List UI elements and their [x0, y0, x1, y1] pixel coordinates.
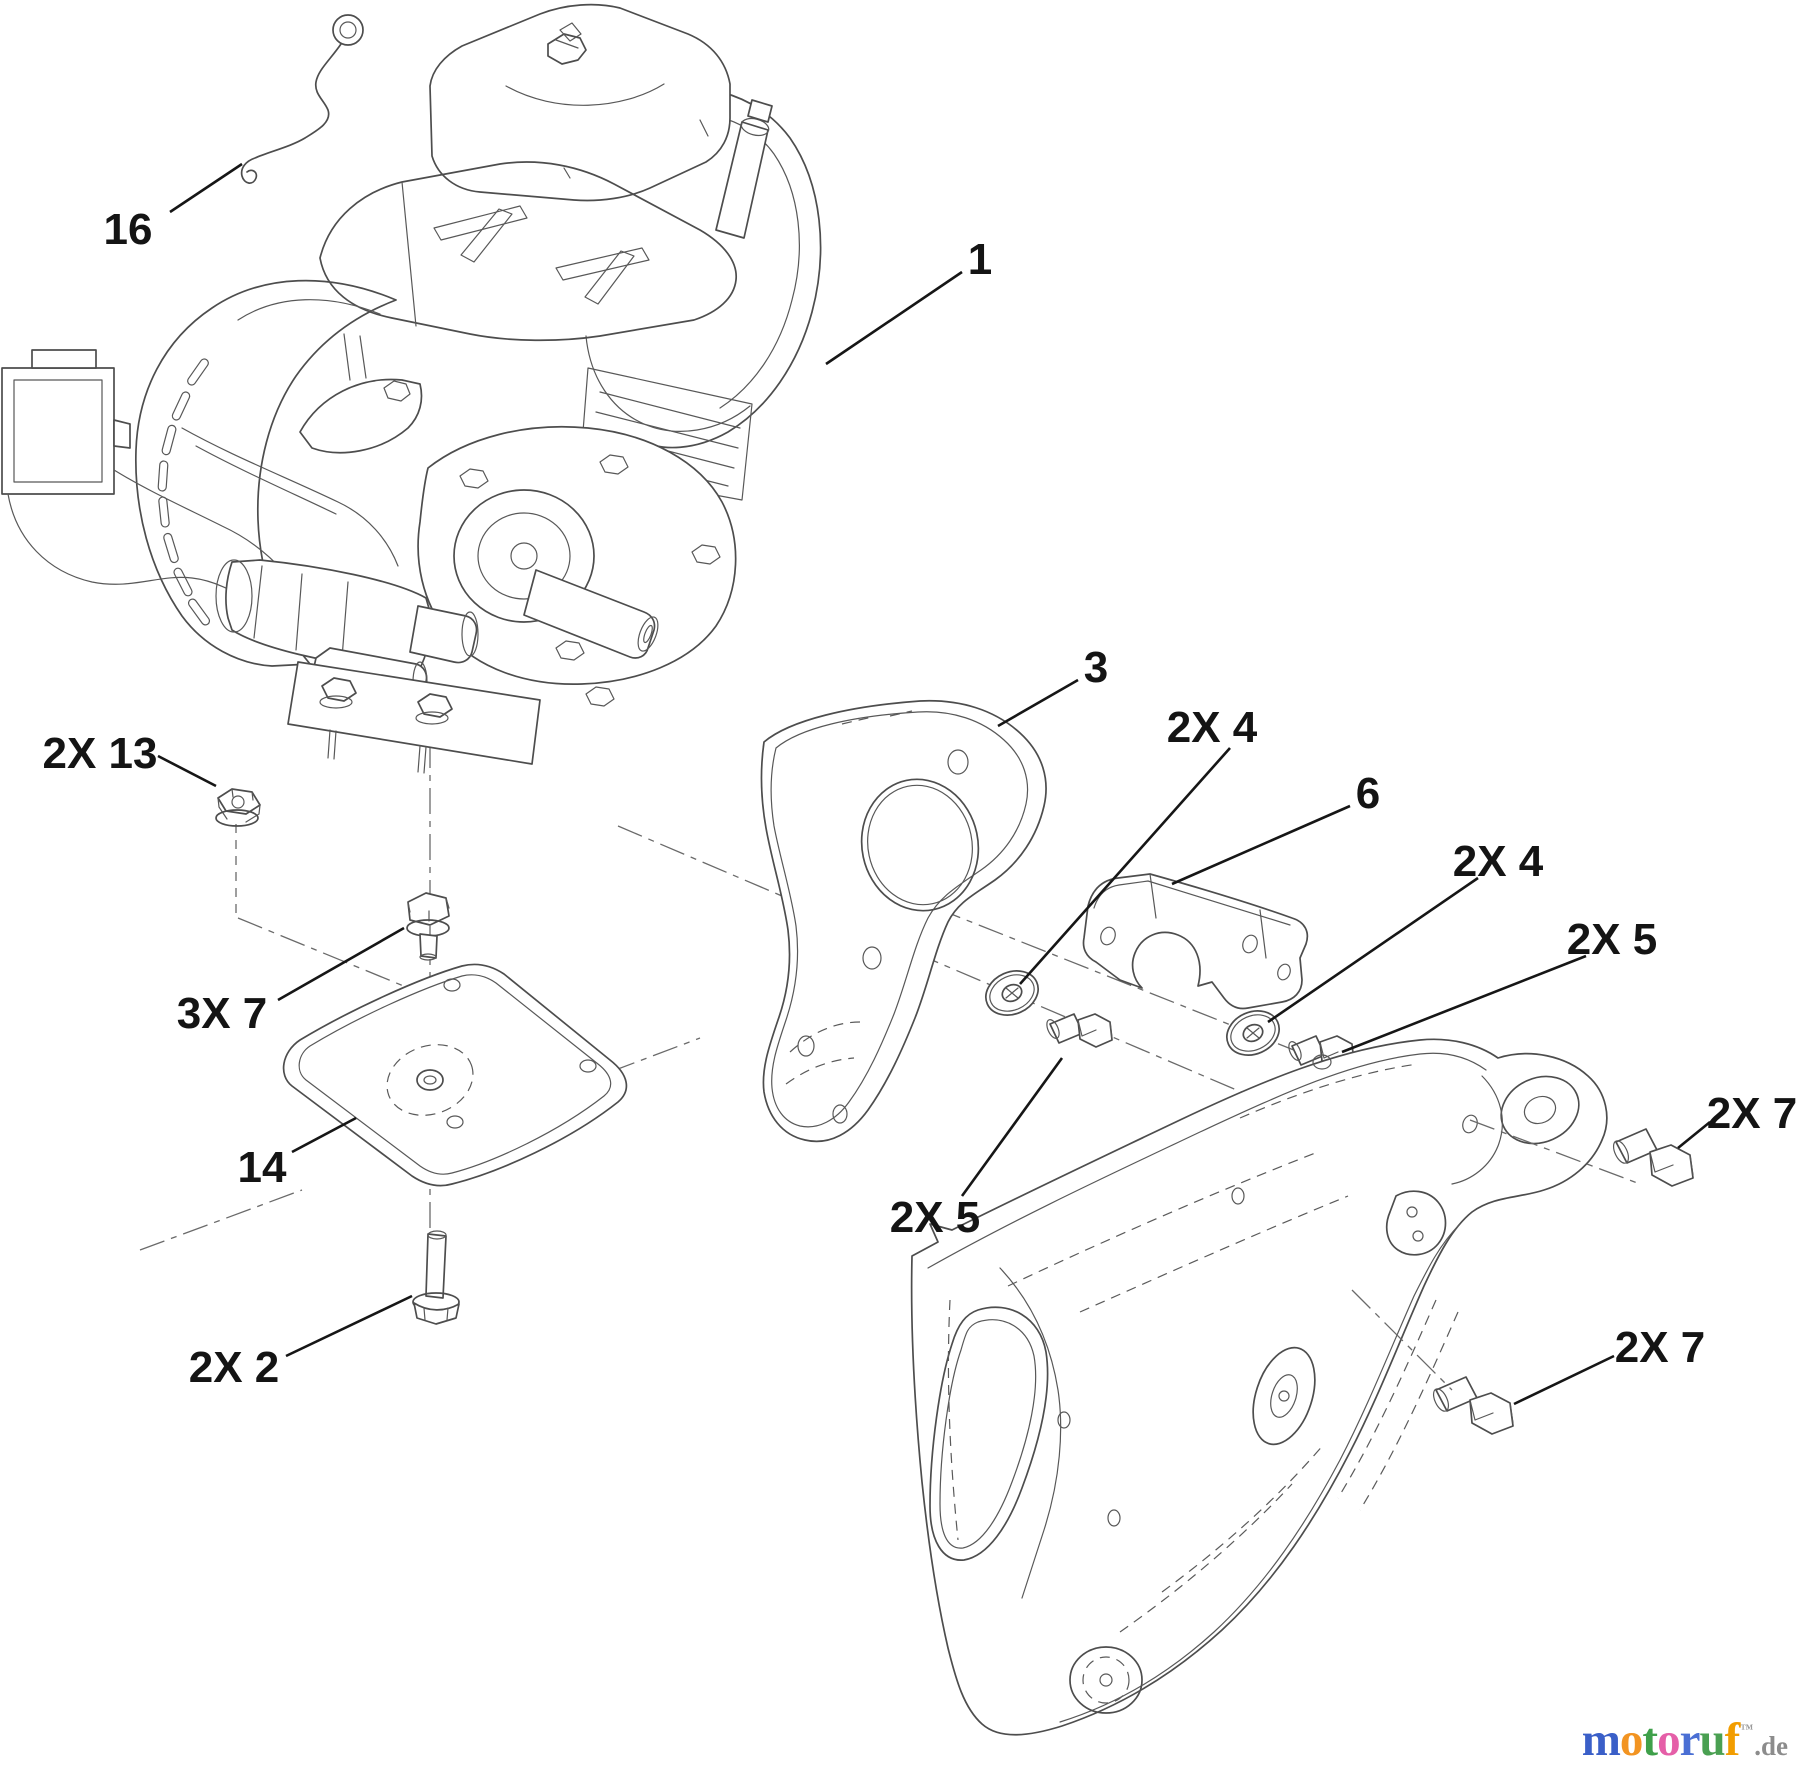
cooling-fins	[157, 358, 211, 626]
callout-16: 16	[104, 162, 243, 254]
upper-mount-bracket	[299, 333, 423, 454]
cover-oval-boss	[1252, 1346, 1316, 1446]
watermark-letter: m	[1581, 1714, 1621, 1766]
callout-6: 6	[1171, 769, 1380, 886]
assembly-centerlines-over	[1351, 1119, 1641, 1391]
callout-5b: 2X 5	[890, 1057, 1064, 1242]
centerline-to-lower-bolt	[1351, 1289, 1453, 1391]
callout-3: 3	[997, 643, 1108, 728]
callout-label-4a: 2X 4	[1167, 703, 1258, 752]
watermark-tm: ™	[1740, 1721, 1754, 1736]
case-bolts	[459, 454, 721, 707]
cover-bolt-lower	[1432, 1376, 1514, 1435]
flange-nut	[215, 788, 261, 827]
engine-assembly	[1, 3, 822, 774]
centerline-plate-right	[609, 1037, 701, 1073]
centerline-base-diagonal	[237, 917, 429, 997]
engine-base	[287, 661, 541, 774]
callout-label-13: 2X 13	[43, 729, 158, 778]
callout-7b: 2X 7	[1513, 1323, 1706, 1406]
callout-13: 2X 13	[43, 729, 217, 788]
watermark-letter: t	[1642, 1714, 1658, 1766]
centerline-shield-axis	[617, 825, 1261, 1101]
callout-4a: 2X 4	[1019, 703, 1258, 985]
callout-label-7b: 2X 7	[1615, 1323, 1706, 1372]
air-cleaner-cover	[429, 3, 731, 202]
ignition-module	[1, 349, 287, 621]
mount-bracket	[1082, 873, 1309, 1010]
shield-large-hole	[860, 778, 980, 912]
base-bolt	[406, 892, 450, 961]
callout-label-3: 3	[1084, 643, 1108, 692]
engine-side-panel	[319, 161, 737, 342]
callout-label-6: 6	[1356, 769, 1380, 818]
blower-housing	[134, 279, 397, 667]
plate-center-dashed-circle	[386, 1044, 474, 1116]
callout-5a: 2X 5	[1341, 915, 1658, 1054]
centerline-plate-left	[139, 1189, 303, 1251]
callout-label-5a: 2X 5	[1567, 915, 1658, 964]
wing-nut	[547, 33, 587, 65]
callout-label-16: 16	[104, 205, 153, 254]
callout-2: 2X 2	[189, 1294, 413, 1392]
callout-label-4b: 2X 4	[1453, 837, 1544, 886]
washer-b	[1226, 1010, 1280, 1056]
callout-label-14: 14	[238, 1143, 287, 1192]
callout-7c: 3X 7	[177, 926, 405, 1038]
callout-label-7c: 3X 7	[177, 989, 268, 1038]
heat-shield	[760, 699, 1047, 1143]
watermark-letter: o	[1619, 1714, 1643, 1766]
fuel-hose	[181, 427, 399, 567]
long-bolt	[412, 1230, 460, 1325]
callout-label-2: 2X 2	[189, 1343, 280, 1392]
oil-fill-tube	[715, 99, 773, 239]
cover-striping	[947, 1063, 1459, 1633]
cover-opening	[929, 1267, 1062, 1599]
watermark-letter: u	[1699, 1714, 1725, 1766]
callout-label-5b: 2X 5	[890, 1193, 981, 1242]
centerline-to-upper-bolt	[1469, 1119, 1641, 1185]
flange-bolt-a	[1046, 1013, 1113, 1048]
callout-7a: 2X 7	[1677, 1089, 1798, 1150]
cover-bolt-upper	[1612, 1128, 1694, 1187]
crankcase	[417, 425, 737, 707]
vent-slots	[433, 205, 650, 305]
callouts: 16 1 3 2X 4 6 2X 4 2X 5 2X 7	[43, 162, 1798, 1406]
watermark-letter: f	[1724, 1714, 1741, 1766]
dipstick-rod	[240, 14, 364, 184]
washer-a	[985, 970, 1039, 1016]
support-plate	[282, 963, 628, 1187]
callout-1: 1	[825, 235, 992, 366]
watermark-letter: r	[1679, 1714, 1701, 1766]
cover-tab	[1385, 1190, 1447, 1256]
callout-14: 14	[238, 1116, 357, 1192]
callout-label-7a: 2X 7	[1707, 1089, 1798, 1138]
belt-cover	[910, 1038, 1608, 1736]
cover-hub	[1451, 1075, 1580, 1185]
watermark-suffix: .de	[1754, 1731, 1788, 1761]
callout-4b: 2X 4	[1267, 837, 1544, 1024]
watermark-letter: o	[1657, 1714, 1680, 1766]
callout-label-1: 1	[968, 235, 992, 284]
cover-round-boss	[1069, 1646, 1143, 1714]
